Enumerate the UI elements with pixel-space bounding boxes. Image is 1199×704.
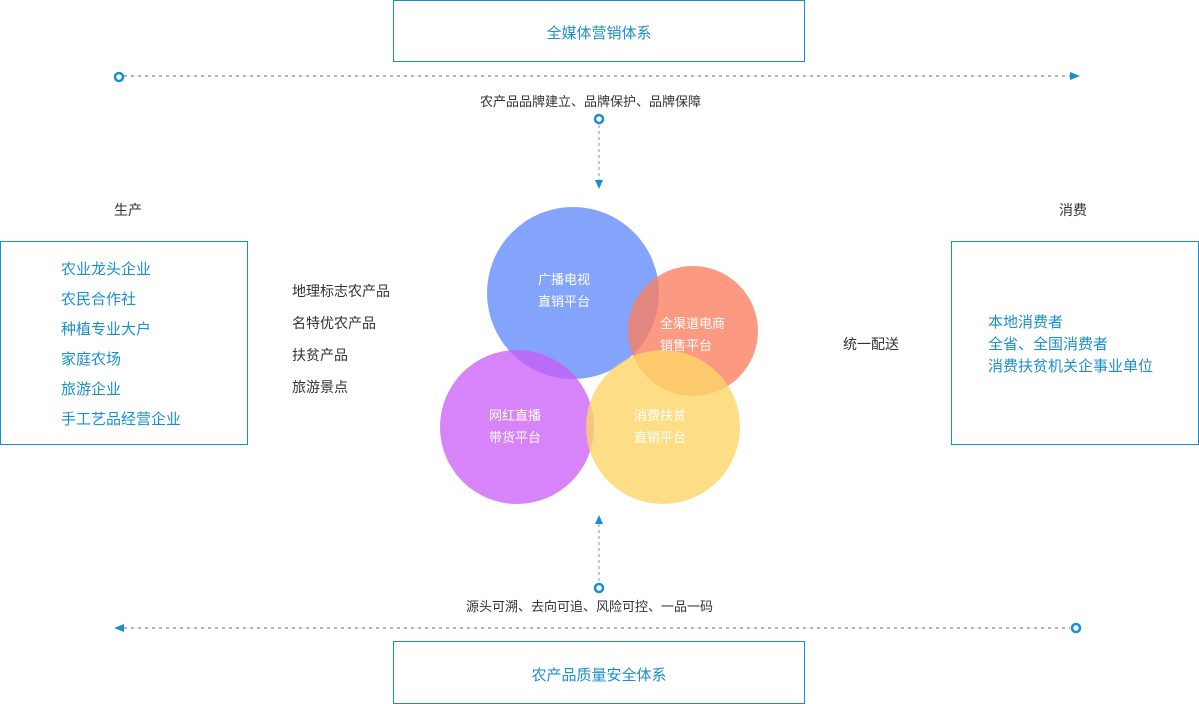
poverty-line1: 消费扶贫 <box>634 409 687 424</box>
ecommerce-line2: 销售平台 <box>660 339 713 354</box>
product-item: 旅游景点 <box>292 380 348 396</box>
bottom-vertical-start-dot <box>593 582 605 594</box>
production-item: 农业龙头企业 <box>61 260 152 278</box>
product-item: 扶贫产品 <box>292 348 348 364</box>
production-item: 家庭农场 <box>61 350 122 368</box>
production-list: 农业龙头企业 农民合作社 种植专业大户 家庭农场 旅游企业 手工艺品经营企业 <box>61 254 181 434</box>
consumption-item: 全省、全国消费者 <box>988 335 1109 353</box>
delivery-label: 统一配送 <box>843 337 899 353</box>
bottom-line-start-dot <box>1070 622 1082 634</box>
circle-livestream-platform <box>440 350 594 504</box>
poverty-line2: 直销平台 <box>634 431 687 446</box>
production-item: 农民合作社 <box>61 290 137 308</box>
production-heading: 生产 <box>114 203 142 219</box>
product-item: 地理标志农产品 <box>292 284 390 300</box>
product-item: 名特优农产品 <box>292 316 376 332</box>
circle-poverty-platform <box>586 350 740 504</box>
bottom-line-arrow-left-icon <box>114 624 124 632</box>
bottom-system-box: 农产品质量安全体系 <box>393 641 805 704</box>
livestream-line1: 网红直播 <box>489 409 542 424</box>
production-box: 农业龙头企业 农民合作社 种植专业大户 家庭农场 旅游企业 手工艺品经营企业 <box>0 241 248 445</box>
consumption-item: 消费扶贫机关企事业单位 <box>988 357 1154 375</box>
production-item: 手工艺品经营企业 <box>61 410 182 428</box>
top-system-box: 全媒体营销体系 <box>393 0 805 62</box>
consumption-list: 本地消费者 全省、全国消费者 消费扶贫机关企事业单位 <box>988 311 1153 377</box>
consumption-item: 本地消费者 <box>988 313 1064 331</box>
top-line-start-dot <box>113 71 125 83</box>
poverty-platform-label: 消费扶贫 直销平台 <box>634 406 686 450</box>
platform-venn <box>440 207 758 504</box>
arrow-down-icon <box>595 180 603 189</box>
livestream-line2: 带货平台 <box>489 431 542 446</box>
production-item: 种植专业大户 <box>61 320 152 338</box>
top-line-arrow-right-icon <box>1070 72 1080 80</box>
broadcast-line2: 直销平台 <box>538 295 591 310</box>
bottom-system-title: 农产品质量安全体系 <box>531 666 667 684</box>
consumption-heading: 消费 <box>1059 203 1087 219</box>
circle-broadcast-platform <box>487 207 659 379</box>
livestream-platform-label: 网红直播 带货平台 <box>489 406 541 450</box>
production-item: 旅游企业 <box>61 380 122 398</box>
ecommerce-line1: 全渠道电商 <box>660 317 726 332</box>
broadcast-platform-label: 广播电视 直销平台 <box>538 270 590 314</box>
arrow-up-icon <box>595 515 603 524</box>
bottom-caption: 源头可溯、去向可追、风险可控、一品一码 <box>466 600 714 615</box>
top-vertical-start-dot <box>593 113 605 125</box>
broadcast-line1: 广播电视 <box>538 273 591 288</box>
top-system-title: 全媒体营销体系 <box>546 24 652 42</box>
ecommerce-platform-label: 全渠道电商 销售平台 <box>660 314 725 358</box>
products-list: 地理标志农产品 名特优农产品 扶贫产品 旅游景点 <box>292 276 390 404</box>
top-caption: 农产品品牌建立、品牌保护、品牌保障 <box>480 95 702 110</box>
consumption-box: 本地消费者 全省、全国消费者 消费扶贫机关企事业单位 <box>951 241 1199 445</box>
